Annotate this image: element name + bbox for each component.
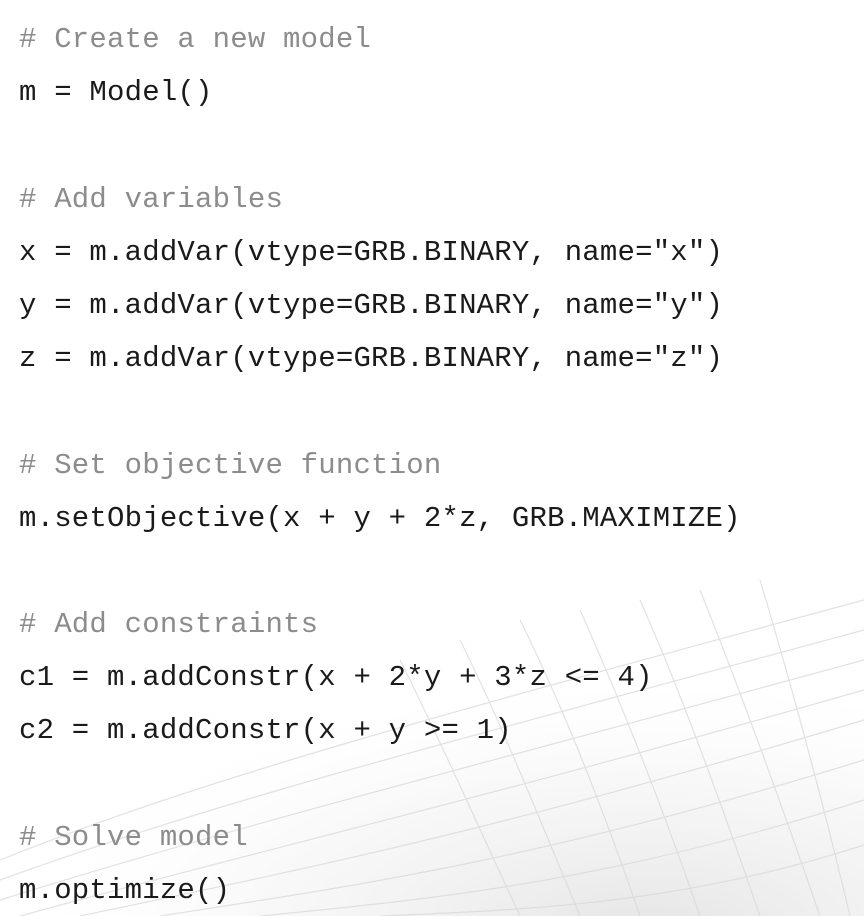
code-statement-line: x = m.addVar(vtype=GRB.BINARY, name="x")	[19, 235, 724, 269]
code-comment-line: # Set objective function	[19, 448, 442, 482]
code-comment-line: # Create a new model	[19, 23, 372, 56]
code-statement-line: m.setObjective(x + y + 2*z, GRB.MAXIMIZE…	[19, 501, 741, 535]
code-comment-line: # Solve model	[19, 820, 248, 854]
code-statement-line: c1 = m.addConstr(x + 2*y + 3*z <= 4)	[19, 661, 653, 695]
blank-line	[19, 758, 741, 811]
blank-line	[19, 385, 741, 438]
code-block: # Create a new model m = Model() # Add var…	[19, 13, 741, 916]
code-statement-line: y = m.addVar(vtype=GRB.BINARY, name="y")	[19, 288, 724, 322]
code-comment-line: # Add variables	[19, 182, 284, 216]
code-statement-line: m.optimize()	[19, 874, 231, 907]
code-statement-line: c2 = m.addConstr(x + y >= 1)	[19, 714, 512, 748]
blank-line	[19, 545, 741, 598]
code-statement-line: m = Model()	[19, 76, 213, 110]
code-statement-line: z = m.addVar(vtype=GRB.BINARY, name="z")	[19, 342, 724, 376]
code-comment-line: # Add constraints	[19, 608, 319, 642]
blank-line	[19, 119, 741, 172]
